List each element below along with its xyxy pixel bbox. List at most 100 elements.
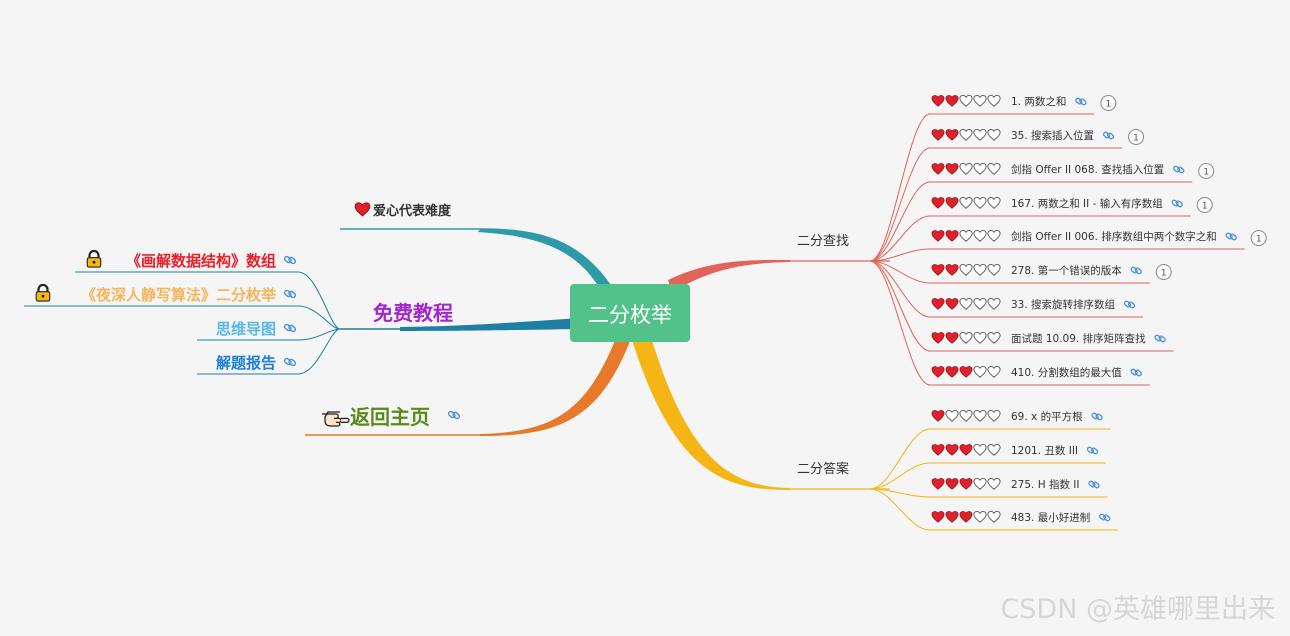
heart-empty-icon [959, 409, 973, 422]
problem-item[interactable]: 483. 最小好进制 [931, 510, 1112, 524]
link-icon[interactable] [283, 288, 297, 300]
link-icon[interactable] [283, 322, 297, 334]
problem-label: 面试题 10.09. 排序矩阵查找 [1011, 332, 1146, 345]
problem-item[interactable]: 1201. 丑数 III [931, 443, 1100, 457]
branch-legend [340, 228, 613, 289]
tutorial-item-label: 思维导图 [216, 320, 276, 338]
link-icon[interactable] [283, 254, 297, 266]
link-icon[interactable] [1123, 299, 1137, 310]
tutorial-item[interactable]: 《夜深人静写算法》二分枚举 [35, 284, 297, 304]
problem-label: 483. 最小好进制 [1011, 511, 1090, 524]
home-label: 返回主页 [350, 405, 430, 429]
connector [869, 260, 931, 352]
heart-empty-icon [973, 409, 987, 422]
connector [869, 488, 931, 531]
link-icon[interactable] [1129, 265, 1143, 276]
problem-label: 69. x 的平方根 [1011, 410, 1083, 423]
connector [869, 147, 931, 262]
link-icon[interactable] [1098, 512, 1112, 523]
link-icon[interactable] [1086, 445, 1100, 456]
problem-item[interactable]: 33. 搜索旋转排序数组 [931, 297, 1137, 311]
problem-label: 35. 搜索插入位置 [1011, 129, 1094, 142]
note-badge[interactable]: 1 [1198, 163, 1215, 179]
problem-item[interactable]: 69. x 的平方根 [931, 409, 1104, 423]
heart-empty-icon [987, 128, 1001, 141]
note-badge[interactable]: 1 [1196, 197, 1213, 213]
problem-label: 1. 两数之和 [1011, 95, 1066, 108]
pointing-hand-icon [321, 411, 350, 427]
heart-empty-icon [959, 162, 973, 175]
tutorial-item[interactable]: 解题报告 [216, 354, 297, 372]
problem-item[interactable]: 410. 分割数组的最大值 [931, 365, 1143, 379]
link-icon[interactable] [1102, 130, 1116, 141]
heart-empty-icon [987, 229, 1001, 242]
heart-empty-icon [959, 263, 973, 276]
branch-search-thick [668, 259, 790, 292]
heart-empty-icon [959, 128, 973, 141]
link-icon[interactable] [1224, 231, 1238, 242]
heart-filled-icon [945, 332, 959, 344]
problem-item[interactable]: 面试题 10.09. 排序矩阵查找 [931, 331, 1167, 345]
heart-filled-icon [931, 332, 945, 344]
heart-filled-icon [959, 366, 973, 378]
lock-icon [86, 250, 102, 268]
link-icon[interactable] [1153, 333, 1167, 344]
note-badge[interactable]: 1 [1128, 129, 1145, 145]
link-icon[interactable] [1172, 164, 1186, 175]
heart-empty-icon [959, 94, 973, 107]
connector [869, 113, 931, 262]
svg-text:1: 1 [1256, 235, 1262, 245]
link-icon[interactable] [1074, 96, 1088, 107]
link-icon[interactable] [1090, 411, 1104, 422]
heart-empty-icon [987, 331, 1001, 344]
heart-empty-icon [987, 365, 1001, 378]
root-node[interactable]: 二分枚举 [570, 284, 690, 342]
svg-text:1: 1 [1133, 134, 1139, 144]
problem-item[interactable]: 剑指 Offer II 006. 排序数组中两个数字之和 1 [931, 229, 1267, 246]
heart-empty-icon [987, 443, 1001, 456]
problem-item[interactable]: 275. H 指数 II [931, 477, 1101, 491]
home-node[interactable]: 返回主页 [321, 405, 461, 429]
tutorial-item-label: 《画解数据结构》数组 [126, 252, 276, 270]
tutorial-item[interactable]: 思维导图 [216, 320, 297, 338]
link-icon[interactable] [1087, 479, 1101, 490]
heart-empty-icon [959, 297, 973, 310]
heart-empty-icon [959, 196, 973, 209]
note-badge[interactable]: 1 [1250, 230, 1267, 246]
problem-label: 剑指 Offer II 068. 查找插入位置 [1011, 163, 1164, 176]
heart-filled-icon [931, 163, 945, 175]
tutorials-label: 免费教程 [373, 301, 453, 325]
connector [297, 328, 341, 341]
note-badge[interactable]: 1 [1100, 95, 1117, 111]
link-icon[interactable] [447, 409, 461, 421]
problem-item[interactable]: 1. 两数之和 1 [931, 94, 1117, 111]
svg-text:1: 1 [1105, 100, 1111, 110]
heart-filled-icon [931, 511, 945, 523]
link-icon[interactable] [1170, 198, 1184, 209]
heart-filled-icon [959, 444, 973, 456]
link-icon[interactable] [283, 356, 297, 368]
heart-filled-icon [931, 95, 945, 107]
lock-icon [35, 284, 51, 302]
svg-text:1: 1 [1203, 168, 1209, 178]
note-badge[interactable]: 1 [1155, 264, 1172, 280]
link-icon[interactable] [1129, 367, 1143, 378]
problem-label: 剑指 Offer II 006. 排序数组中两个数字之和 [1011, 230, 1217, 243]
heart-filled-icon [945, 444, 959, 456]
connector [869, 462, 931, 490]
heart-empty-icon [973, 297, 987, 310]
problem-item[interactable]: 剑指 Offer II 068. 查找插入位置 1 [931, 162, 1215, 179]
legend-node: 爱心代表难度 [354, 202, 452, 219]
heart-filled-icon [945, 95, 959, 107]
heart-empty-icon [987, 94, 1001, 107]
problem-item[interactable]: 35. 搜索插入位置 1 [931, 128, 1145, 145]
connector [297, 328, 341, 375]
heart-empty-icon [973, 229, 987, 242]
tutorial-item[interactable]: 《画解数据结构》数组 [86, 250, 297, 270]
heart-empty-icon [973, 331, 987, 344]
heart-filled-icon [931, 444, 945, 456]
